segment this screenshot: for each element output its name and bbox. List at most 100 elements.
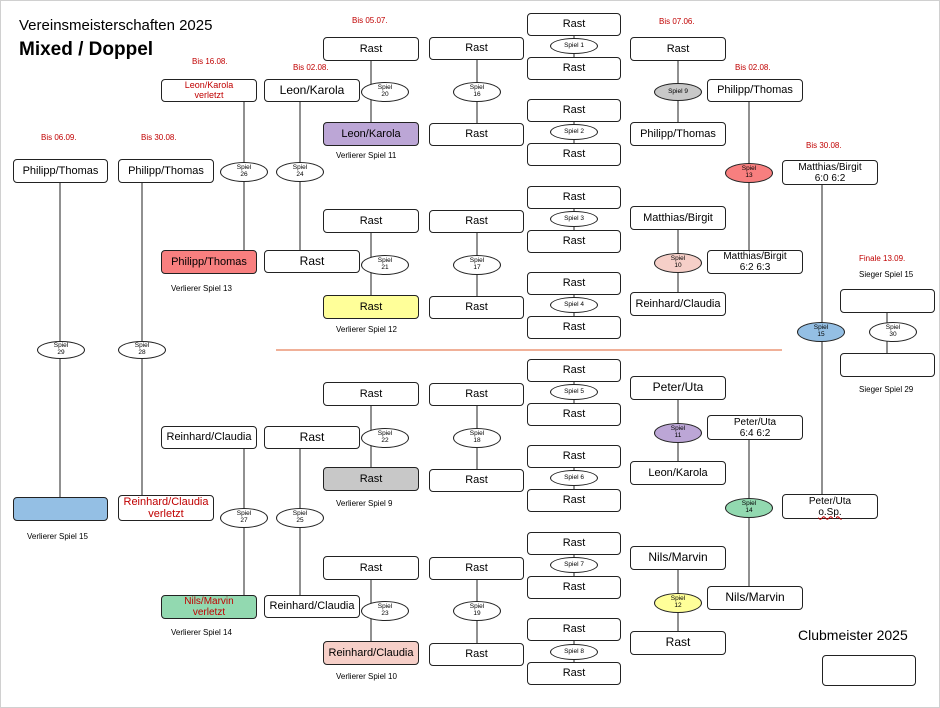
loser-note: Verlierer Spiel 10 [336,672,397,681]
bracket-slot: Rast [527,359,621,382]
game-badge-1: Spiel 1 [550,38,598,54]
game-badge-14: Spiel 14 [725,498,773,518]
bracket-slot-peter-uta-score: Peter/Uta 6:4 6:2 [707,415,803,440]
bracket-slot: Rast [429,296,524,319]
bracket-slot: Rast [527,57,621,80]
bracket-slot: Rast [527,186,621,209]
bracket-slot: Rast [264,426,360,449]
bracket-slot-leon-karola: Leon/Karola [323,122,419,146]
bracket-slot: Rast [323,295,419,319]
game-badge-15: Spiel 15 [797,322,845,342]
date-label: Bis 07.06. [659,17,695,26]
bracket-slot: Rast [323,467,419,491]
page-title: Vereinsmeisterschaften 2025 [19,17,213,34]
game-badge-29: Spiel 29 [37,341,85,359]
bracket-slot-nils-marvin-injured: Nils/Marvin verletzt [161,595,257,619]
game-badge-4: Spiel 4 [550,297,598,313]
bracket-slot: Rast [527,316,621,339]
bracket-slot-reinhard-claudia: Reinhard/Claudia [264,595,360,618]
game-badge-11: Spiel 11 [654,423,702,443]
bracket-slot-matthias-birgit-score: Matthias/Birgit 6:0 6:2 [782,160,878,185]
bracket-slot: Rast [323,556,419,580]
game-badge-21: Spiel 21 [361,255,409,275]
game-badge-6: Spiel 6 [550,470,598,486]
bracket-slot-reinhard-claudia: Reinhard/Claudia [630,292,726,316]
bracket-slot: Rast [429,383,524,406]
bracket-slot-philipp-thomas: Philipp/Thomas [630,122,726,146]
bracket-slot-leon-karola: Leon/Karola [630,461,726,485]
game-badge-25: Spiel 25 [276,508,324,528]
page-subtitle: Mixed / Doppel [19,39,154,60]
game-badge-8: Spiel 8 [550,644,598,660]
bracket-slot: Rast [264,250,360,273]
bracket-slot: Rast [527,13,621,36]
no-play-note: o.Sp. [818,506,842,518]
bracket-slot-nils-marvin: Nils/Marvin [707,586,803,610]
bracket-slot: Rast [429,469,524,492]
bracket-slot: Rast [429,643,524,666]
bracket-slot: Rast [527,403,621,426]
bracket-slot-matthias-birgit-score: Matthias/Birgit 6:2 6:3 [707,250,803,274]
game-badge-20: Spiel 20 [361,82,409,102]
final-slot-empty [840,289,935,313]
bracket-slot-leon-karola-injured: Leon/Karola verletzt [161,79,257,102]
bracket-slot-philipp-thomas: Philipp/Thomas [161,250,257,274]
bracket-slot-peter-uta-no-play: Peter/Uta o.Sp. [782,494,878,519]
loser-note: Verlierer Spiel 12 [336,325,397,334]
date-label: Bis 30.08. [141,133,177,142]
game-badge-19: Spiel 19 [453,601,501,621]
bracket-slot: Rast [527,489,621,512]
bracket-slot: Rast [630,37,726,61]
loser-note: Verlierer Spiel 14 [171,628,232,637]
champion-slot-empty [822,655,916,686]
winner-note: Sieger Spiel 29 [859,385,914,394]
loser-note: Verlierer Spiel 9 [336,499,393,508]
game-badge-23: Spiel 23 [361,601,409,621]
bracket-slot-matthias-birgit: Matthias/Birgit [630,206,726,230]
bracket-slot-leon-karola: Leon/Karola [264,79,360,102]
final-slot-empty [840,353,935,377]
bracket-slot: Rast [527,576,621,599]
date-label: Bis 06.09. [41,133,77,142]
game-badge-2: Spiel 2 [550,124,598,140]
bracket-slot-empty [13,497,108,521]
loser-note: Verlierer Spiel 11 [336,151,397,160]
game-badge-18: Spiel 18 [453,428,501,448]
game-badge-30: Spiel 30 [869,322,917,342]
date-label: Bis 05.07. [352,16,388,25]
game-badge-27: Spiel 27 [220,508,268,528]
bracket-slot: Rast [527,230,621,253]
bracket-slot-philipp-thomas: Philipp/Thomas [118,159,214,183]
game-badge-16: Spiel 16 [453,82,501,102]
bracket-slot: Rast [527,99,621,122]
bracket-slot: Rast [323,209,419,233]
bracket-slot: Rast [323,37,419,61]
bracket-slot: Rast [527,532,621,555]
game-badge-5: Spiel 5 [550,384,598,400]
bracket-slot: Rast [527,618,621,641]
bracket-slot: Rast [429,37,524,60]
bracket-slot-philipp-thomas: Philipp/Thomas [13,159,108,183]
bracket-slot-reinhard-claudia: Reinhard/Claudia [161,426,257,449]
date-label: Bis 30.08. [806,141,842,150]
game-badge-3: Spiel 3 [550,211,598,227]
game-badge-12: Spiel 12 [654,593,702,613]
bracket-slot: Rast [527,445,621,468]
loser-note: Verlierer Spiel 15 [27,532,88,541]
date-label: Bis 16.08. [192,57,228,66]
bracket-slot-peter-uta: Peter/Uta [630,376,726,400]
bracket-slot: Rast [429,210,524,233]
game-badge-9: Spiel 9 [654,83,702,101]
game-badge-13: Spiel 13 [725,163,773,183]
game-badge-26: Spiel 26 [220,162,268,182]
bracket-slot: Rast [630,631,726,655]
bracket-slot-nils-marvin: Nils/Marvin [630,546,726,570]
game-badge-17: Spiel 17 [453,255,501,275]
bracket-slot-reinhard-claudia-injured: Reinhard/Claudia verletzt [118,495,214,521]
loser-note: Verlierer Spiel 13 [171,284,232,293]
date-label: Bis 02.08. [735,63,771,72]
game-badge-10: Spiel 10 [654,253,702,273]
bracket-slot: Rast [527,272,621,295]
bracket-slot: Rast [429,557,524,580]
game-badge-28: Spiel 28 [118,341,166,359]
